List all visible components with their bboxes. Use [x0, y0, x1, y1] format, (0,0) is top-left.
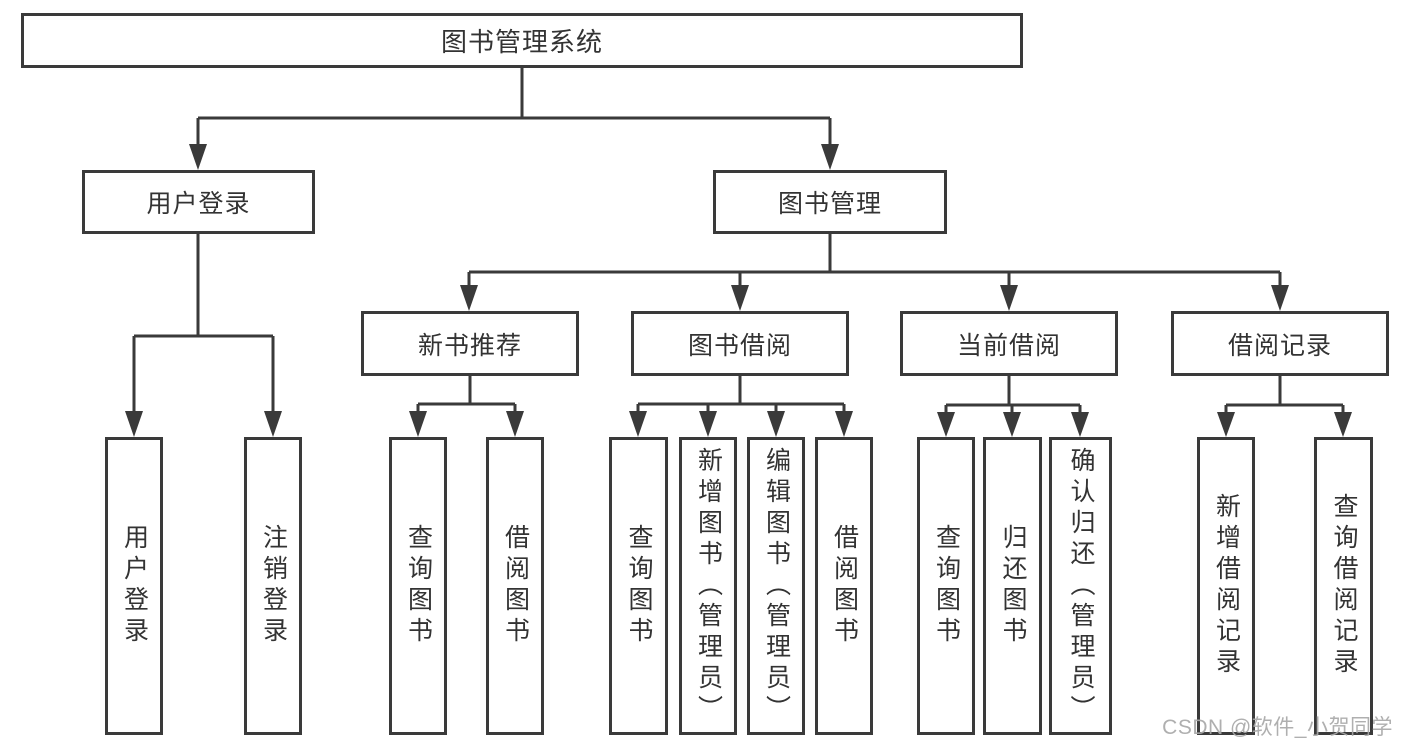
arrowhead [189, 144, 207, 170]
node-label: 注销登录 [259, 524, 288, 648]
connector-root-to-level2 [196, 68, 832, 146]
arrowhead [264, 411, 282, 437]
connector-user-login-branch [132, 234, 275, 413]
node-book-management-branch: 图书管理 [713, 170, 947, 234]
node-label: 确认归还（管理员） [1067, 446, 1095, 726]
arrowhead [1217, 412, 1235, 437]
node-new-book-recommendation: 新书推荐 [361, 311, 579, 376]
node-label: 查询借阅记录 [1330, 493, 1358, 679]
arrowhead [1271, 285, 1289, 311]
node-label: 归还图书 [999, 524, 1027, 648]
arrowhead [821, 144, 839, 170]
connector-book-management-branch [467, 234, 1282, 287]
node-label: 图书管理 [777, 190, 882, 218]
node-label: 借阅记录 [1227, 331, 1332, 360]
arrowhead [731, 285, 749, 311]
node-label: 用户登录 [146, 190, 251, 218]
arrowhead [835, 411, 853, 437]
node-query-borrow-record: 查询借阅记录 [1314, 437, 1373, 735]
node-label: 新增图书（管理员） [694, 446, 723, 726]
node-borrow-books-borrowing: 借阅图书 [815, 437, 873, 735]
node-query-books-borrowing: 查询图书 [609, 437, 668, 735]
connector-borrow-record-branch [1224, 376, 1345, 414]
node-user-login-leaf: 用户登录 [105, 437, 163, 735]
node-confirm-return-admin: 确认归还（管理员） [1049, 437, 1112, 735]
node-book-borrowing: 图书借阅 [631, 311, 849, 376]
node-query-books-current: 查询图书 [917, 437, 975, 735]
node-label: 新增借阅记录 [1212, 493, 1241, 679]
arrowhead [506, 411, 524, 437]
arrowhead [1334, 412, 1352, 437]
arrowhead [1003, 412, 1021, 437]
node-label: 图书借阅 [687, 331, 792, 360]
arrowhead [409, 411, 427, 437]
node-label: 查询图书 [404, 524, 433, 648]
csdn-watermark: CSDN @软件_小贺同学 [1162, 716, 1393, 739]
node-library-management-system: 图书管理系统 [21, 13, 1023, 68]
arrowhead [1000, 285, 1018, 311]
arrowhead [699, 411, 717, 437]
node-edit-books-admin: 编辑图书（管理员） [747, 437, 805, 735]
node-borrow-books-recommend: 借阅图书 [486, 437, 544, 735]
node-label: 当前借阅 [956, 331, 1061, 360]
node-label: 编辑图书（管理员） [762, 446, 791, 726]
node-label: 用户登录 [120, 524, 149, 648]
node-add-books-admin: 新增图书（管理员） [679, 437, 737, 735]
arrowhead [125, 411, 143, 437]
node-add-borrow-record: 新增借阅记录 [1197, 437, 1255, 735]
arrowhead [629, 411, 647, 437]
node-logout-leaf: 注销登录 [244, 437, 302, 735]
node-label: 查询图书 [932, 524, 961, 648]
node-return-books: 归还图书 [983, 437, 1042, 735]
node-label: 借阅图书 [501, 524, 530, 648]
node-label: 借阅图书 [830, 524, 859, 648]
arrowheads [125, 144, 1352, 437]
arrowhead [1071, 412, 1089, 437]
arrowhead [937, 412, 955, 437]
node-user-login-branch: 用户登录 [82, 170, 315, 234]
arrowhead [767, 411, 785, 437]
connector-current-borrow-branch [944, 376, 1082, 414]
node-label: 图书管理系统 [440, 27, 603, 57]
node-current-borrowing: 当前借阅 [900, 311, 1118, 376]
node-borrowing-records: 借阅记录 [1171, 311, 1389, 376]
node-label: 新书推荐 [417, 331, 522, 360]
connector-book-borrow-branch [636, 376, 846, 413]
arrowhead [460, 285, 478, 311]
connector-new-book-branch [416, 376, 517, 413]
node-label: 查询图书 [625, 524, 653, 648]
node-query-books-recommend: 查询图书 [389, 437, 447, 735]
